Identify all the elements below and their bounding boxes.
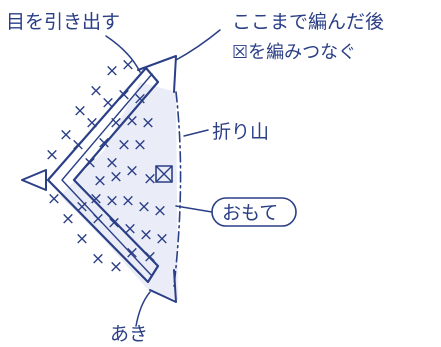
single-crochet-stitch: ×: [75, 197, 89, 217]
single-crochet-stitch: ×: [141, 113, 155, 133]
single-crochet-stitch: ×: [107, 213, 121, 233]
single-crochet-stitch: ×: [125, 111, 139, 131]
leader-fold: [183, 129, 209, 137]
single-crochet-stitch: ×: [89, 189, 103, 209]
single-crochet-stitch: ×: [133, 89, 147, 109]
single-crochet-stitch: ×: [91, 249, 105, 269]
fold-line: [173, 91, 182, 287]
single-crochet-stitch: ×: [109, 257, 123, 277]
single-crochet-stitch: ×: [125, 243, 139, 263]
join-marker: [155, 165, 173, 183]
single-crochet-stitch: ×: [61, 209, 75, 229]
single-crochet-stitch: ×: [93, 171, 107, 191]
left-tip-outline: [21, 169, 47, 191]
single-crochet-stitch: ×: [117, 85, 131, 105]
leader-pull-stitch: [105, 35, 141, 73]
single-crochet-stitch: ×: [83, 153, 97, 173]
single-crochet-stitch: ×: [121, 191, 135, 211]
single-crochet-stitch: ×: [73, 101, 87, 121]
label-opening: あき: [110, 323, 148, 345]
single-crochet-stitch: ×: [59, 125, 73, 145]
single-crochet-stitch: ×: [85, 113, 99, 133]
label-join-with: ☒を編みつなぐ: [232, 42, 356, 63]
label-fold-ridge: 折り山: [212, 121, 269, 143]
top-edge: [137, 55, 177, 93]
single-crochet-stitch: ×: [133, 135, 147, 155]
single-crochet-stitch: ×: [125, 161, 139, 181]
single-crochet-stitch: ×: [91, 209, 105, 229]
single-crochet-stitch: ×: [109, 113, 123, 133]
single-crochet-stitch: ×: [105, 153, 119, 173]
single-crochet-stitch: ×: [155, 229, 169, 249]
pulled-strip: [46, 66, 160, 284]
leader-opening: [135, 291, 151, 327]
single-crochet-stitch: ×: [75, 229, 89, 249]
single-crochet-stitch: ×: [123, 219, 137, 239]
label-knitted-to-here: ここまで編んだ後: [232, 11, 384, 33]
single-crochet-stitch: ×: [109, 167, 123, 187]
single-crochet-stitch: ×: [143, 169, 157, 189]
single-crochet-stitch: ×: [89, 81, 103, 101]
single-crochet-stitch: ×: [101, 93, 115, 113]
label-right-side: おもて: [222, 202, 278, 224]
single-crochet-stitch: ×: [105, 191, 119, 211]
single-crochet-stitch: ×: [105, 61, 119, 81]
single-crochet-stitch: ×: [45, 145, 59, 165]
shaded-fabric: [60, 82, 178, 300]
single-crochet-stitch: ×: [47, 189, 61, 209]
label-pull-stitch: 目を引き出す: [6, 11, 120, 33]
single-crochet-stitch: ×: [71, 135, 85, 155]
leader-right-side: [175, 205, 213, 213]
right-side-badge: おもて: [211, 197, 297, 227]
single-crochet-stitch: ×: [97, 133, 111, 153]
single-crochet-stitch: ×: [137, 197, 151, 217]
leader-knitted: [175, 29, 221, 61]
single-crochet-stitch: ×: [121, 55, 135, 75]
single-crochet-stitch: ×: [139, 225, 153, 245]
single-crochet-stitch: ×: [153, 201, 167, 221]
single-crochet-stitch: ×: [117, 135, 131, 155]
stitch-grid: ××××××××××××××××××××××××××××××××××××××××…: [45, 55, 169, 277]
single-crochet-stitch: ×: [143, 247, 157, 267]
